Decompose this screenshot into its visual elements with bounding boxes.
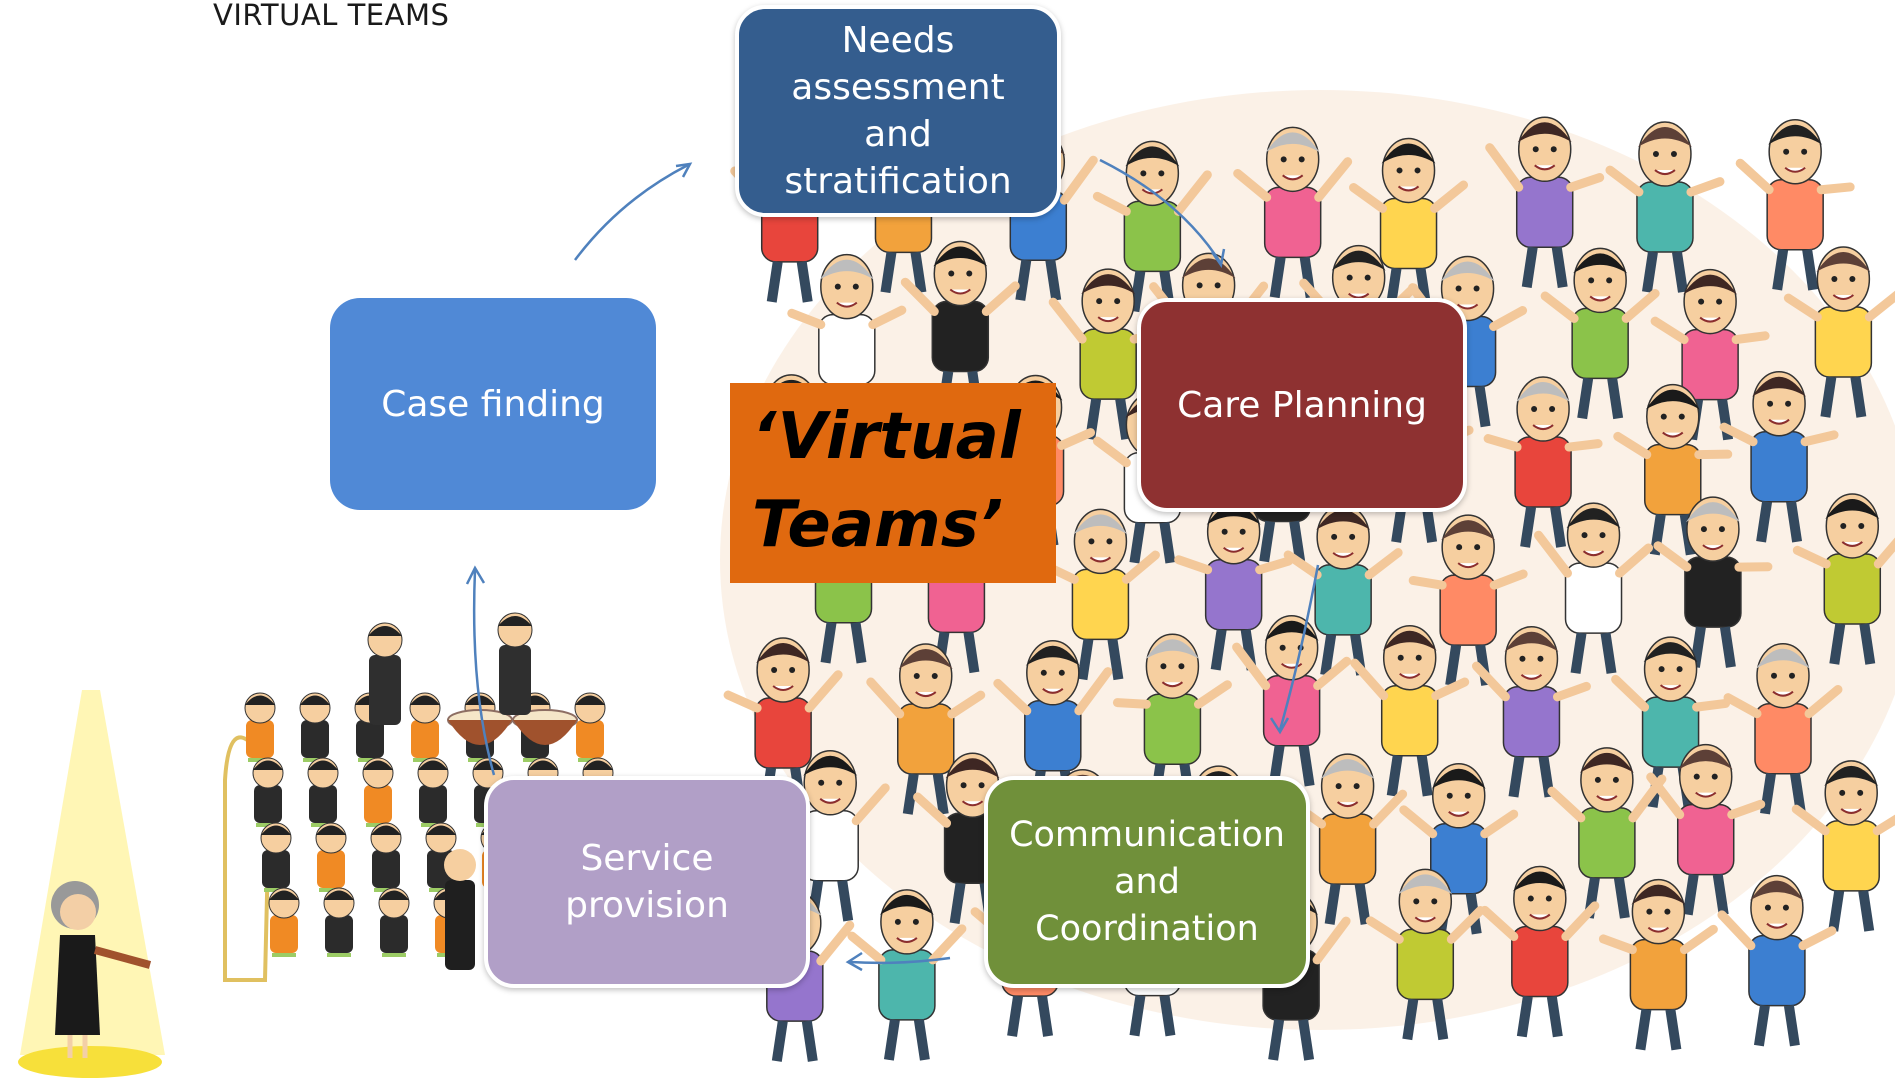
case-finding-box: Case finding <box>330 298 656 510</box>
arrow-care-to-comm-head <box>1269 717 1290 735</box>
slide-title: VIRTUAL TEAMS <box>213 0 450 32</box>
virtual-teams-label: ‘Virtual Teams’ <box>730 383 1056 583</box>
violinist-spotlight-illustration <box>18 690 165 1078</box>
service-provision-box: Service provision <box>484 776 810 988</box>
arrow-needs-to-care <box>1099 158 1222 263</box>
arrow-care-to-comm <box>1278 564 1320 731</box>
arrow-service-to-case-head <box>465 565 486 585</box>
arrow-needs-to-care-head <box>1210 248 1226 269</box>
care-planning-box: Care Planning <box>1137 298 1467 512</box>
communication-coordination-box: Communication and Coordination <box>984 776 1310 988</box>
arrow-case-to-needs-head <box>675 162 693 178</box>
arrow-comm-to-service <box>849 956 951 965</box>
cycle-arrows <box>465 158 1320 972</box>
arrow-case-to-needs <box>574 163 689 261</box>
arrow-service-to-case <box>472 569 496 776</box>
needs-assessment-box: Needs assessment and stratification <box>735 5 1061 217</box>
arrow-comm-to-service-head <box>845 951 863 972</box>
